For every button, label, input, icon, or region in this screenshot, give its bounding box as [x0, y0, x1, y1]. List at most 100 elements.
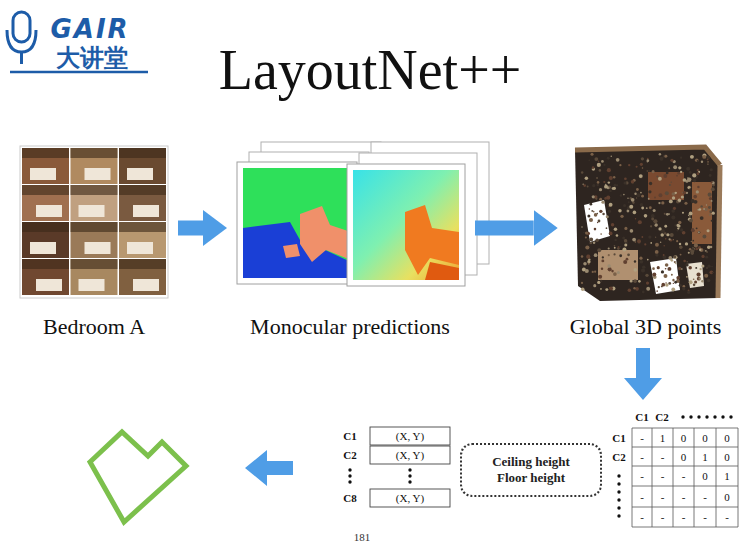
- cloud-point: [679, 284, 682, 287]
- photo-bed: [36, 205, 62, 217]
- grid-line: [632, 428, 738, 429]
- cloud-point: [596, 213, 598, 215]
- photo-bed: [36, 279, 62, 291]
- cloud-point: [697, 172, 700, 175]
- cloud-point: [616, 158, 620, 162]
- cloud-point: [678, 267, 681, 270]
- bedroom-photo: [119, 259, 166, 295]
- cloud-point: [707, 159, 709, 161]
- cloud-point: [607, 168, 611, 172]
- matrix-label: C1: [635, 411, 648, 423]
- cloud-point: [594, 228, 597, 231]
- ellipsis-dot: [348, 474, 351, 477]
- cloud-point: [599, 199, 600, 200]
- cloud-point: [661, 270, 664, 273]
- cloud-point: [673, 255, 677, 259]
- table-cell: 1: [724, 470, 730, 482]
- table-cell: 0: [702, 432, 708, 444]
- cloud-point: [649, 206, 652, 209]
- cloud-point: [696, 190, 699, 193]
- cloud-point: [700, 216, 704, 220]
- cloud-point: [697, 277, 701, 281]
- cloud-point: [634, 260, 636, 262]
- cloud-point: [670, 159, 673, 162]
- cloud-point: [658, 193, 662, 197]
- cloud-point: [624, 244, 627, 247]
- cloud-point: [607, 157, 610, 160]
- depth-near: [425, 262, 459, 280]
- cloud-point: [638, 280, 641, 283]
- cloud-point: [606, 215, 609, 218]
- photo-base: [71, 222, 118, 258]
- grid-line: [632, 466, 738, 467]
- cloud-point: [602, 256, 604, 258]
- ellipsis-dot: [681, 415, 684, 418]
- cloud-point: [664, 225, 667, 228]
- cloud-point: [674, 224, 676, 226]
- photo-base: [119, 259, 166, 295]
- cloud-point: [631, 180, 634, 183]
- page-number: 181: [354, 531, 371, 543]
- cloud-point: [600, 288, 602, 290]
- cloud-point: [708, 206, 711, 209]
- cloud-point: [656, 290, 658, 292]
- cloud-point: [603, 181, 605, 183]
- cloud-point: [695, 158, 699, 162]
- cloud-point: [641, 236, 643, 238]
- cloud-point: [701, 280, 703, 282]
- cloud-point: [601, 160, 604, 163]
- cloud-point: [707, 156, 711, 160]
- grid-line: [632, 486, 738, 487]
- adjacency-matrix: [632, 428, 738, 527]
- cloud-point: [663, 254, 665, 256]
- cloud-point: [585, 245, 589, 249]
- mic-stem: [20, 52, 23, 64]
- cloud-point: [673, 165, 677, 169]
- cloud-point: [663, 274, 667, 278]
- cloud-point: [650, 225, 652, 227]
- matrix-label: C2: [612, 451, 625, 463]
- cloud-point: [655, 224, 658, 227]
- cloud-point: [658, 202, 660, 204]
- cloud-point: [608, 181, 610, 183]
- cloud-point: [673, 255, 676, 258]
- cloud-point: [676, 276, 680, 280]
- cloud-point: [677, 227, 679, 229]
- cloud-point: [688, 186, 691, 189]
- cloud-point: [622, 237, 625, 240]
- cloud-point: [592, 195, 595, 198]
- cloud-point: [605, 288, 608, 291]
- cloud-point: [668, 282, 671, 285]
- table-cell: -: [682, 511, 686, 523]
- cloud-point: [711, 200, 713, 202]
- cloud-point: [633, 211, 637, 215]
- cloud-point: [593, 284, 596, 287]
- matrix-label: C8: [343, 492, 356, 504]
- cloud-point: [598, 275, 602, 279]
- segment-wall: [243, 168, 351, 278]
- cloud-point: [686, 276, 688, 278]
- cloud-point: [697, 186, 699, 188]
- cloud-point: [608, 267, 612, 271]
- ellipsis-dot: [705, 415, 708, 418]
- cloud-point: [687, 178, 691, 182]
- cloud-point: [693, 179, 696, 182]
- cloud-point: [701, 255, 704, 258]
- cloud-point: [598, 220, 601, 223]
- cloud-point: [591, 210, 593, 212]
- photo-bed: [127, 168, 153, 180]
- table-cell: 0: [702, 470, 708, 482]
- cloud-point: [636, 188, 639, 191]
- cloud-point: [689, 280, 693, 284]
- cloud-point: [581, 287, 585, 291]
- cloud-point: [710, 246, 713, 249]
- ellipsis-dot: [617, 482, 620, 485]
- grid-line: [652, 428, 653, 527]
- cloud-point: [618, 246, 620, 248]
- cloud-point: [658, 227, 661, 230]
- flow-arrow: [178, 221, 203, 236]
- cloud-point: [632, 238, 636, 242]
- cloud-point: [581, 226, 583, 228]
- cloud-point: [641, 268, 645, 272]
